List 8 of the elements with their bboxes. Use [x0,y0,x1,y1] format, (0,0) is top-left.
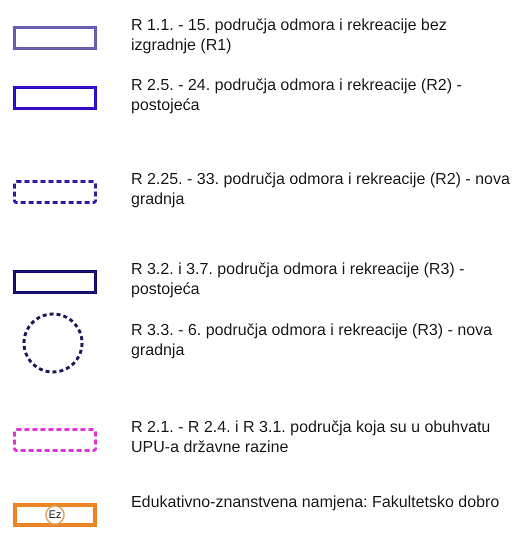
symbol-label: Ez [48,508,62,522]
legend-text: R 2.5. - 24. područja odmora i rekreacije (R2) - postojeća [131,76,463,116]
legend-text: R 2.1. - R 2.4. i R 3.1. područja koja su u obuhvatu UPU-a državne razine [131,418,492,458]
legend-text: R 1.1. - 15. područja odmora i rekreacije bez izgradnje (R1) [131,16,448,56]
legend-text: Edukativno-znanstvena namjena: Fakultetsko dobro [131,493,500,513]
legend-text: R 2.25. - 33. područja odmora i rekreacije (R2) - nova gradnja [131,170,511,210]
legend-text: R 3.3. - 6. područja odmora i rekreacije (R3) - nova gradnja [131,321,494,361]
legend-text: R 3.2. i 3.7. područja odmora i rekreacije (R3) - postojeća [131,260,466,300]
